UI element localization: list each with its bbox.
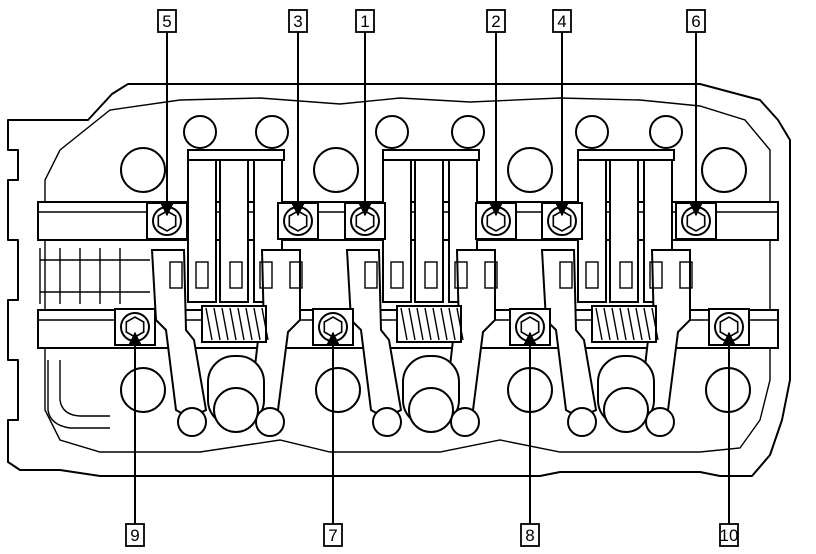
rocker-pad — [382, 149, 480, 161]
callout-7: 7 — [323, 331, 343, 547]
shaft-tab — [454, 261, 468, 289]
shaft-tab — [364, 261, 378, 289]
rocker-column — [414, 151, 444, 303]
callout-label: 1 — [360, 12, 369, 31]
callout-label: 6 — [691, 12, 700, 31]
rocker-tip — [372, 407, 402, 437]
shaft-tab — [484, 261, 498, 289]
callout-1: 1 — [355, 9, 375, 217]
callout-label: 5 — [162, 12, 171, 31]
rocker-group-2 — [345, 149, 498, 437]
callout-label: 8 — [525, 526, 534, 545]
cam-lobe-base — [408, 387, 454, 433]
rocker-column — [609, 151, 639, 303]
left-end-bracket — [39, 248, 150, 304]
shaft-tab — [585, 261, 599, 289]
shaft-spring — [396, 305, 464, 343]
shaft-tab — [289, 261, 303, 289]
shaft-spring — [591, 305, 659, 343]
callout-10: 10 — [719, 331, 739, 547]
rocker-tip — [450, 407, 480, 437]
rocker-pad — [187, 149, 285, 161]
shaft-tab — [259, 261, 273, 289]
rocker-arm-assemblies — [150, 149, 693, 437]
cam-lobe-base — [603, 387, 649, 433]
shaft-tab — [649, 261, 663, 289]
top-bolt-4 — [541, 202, 583, 240]
rocker-column — [187, 151, 217, 303]
shaft-tab — [169, 261, 183, 289]
shaft-tab — [195, 261, 209, 289]
callout-label: 4 — [557, 12, 566, 31]
rocker-tip — [255, 407, 285, 437]
callout-group: 5 3 1 2 4 6 9 7 8 10 — [125, 9, 739, 547]
rocker-column — [219, 151, 249, 303]
rocker-group-1 — [150, 149, 303, 437]
inner-casting-contour — [44, 97, 771, 453]
callout-4: 4 — [552, 9, 572, 217]
callout-label: 2 — [491, 12, 500, 31]
callout-8: 8 — [520, 331, 540, 547]
rocker-tip — [177, 407, 207, 437]
top-bolt-2 — [475, 202, 517, 240]
rocker-tip — [567, 407, 597, 437]
shaft-tab — [390, 261, 404, 289]
cam-lobe-base — [213, 387, 259, 433]
callout-label: 3 — [293, 12, 302, 31]
rocker-pad — [577, 149, 675, 161]
callout-label: 10 — [720, 526, 739, 545]
shaft-tab — [229, 261, 243, 289]
callout-5: 5 — [157, 9, 177, 217]
left-oil-passage — [47, 360, 110, 429]
cylinder-head-outline — [7, 83, 791, 477]
shaft-tab — [424, 261, 438, 289]
valve-seat-circles — [120, 115, 751, 413]
rocker-tip — [645, 407, 675, 437]
callout-label: 9 — [130, 526, 139, 545]
shaft-tab — [679, 261, 693, 289]
callout-9: 9 — [125, 331, 145, 547]
rocker-column — [382, 151, 412, 303]
shaft-tab — [559, 261, 573, 289]
shaft-spring — [201, 305, 269, 343]
rocker-group-3 — [540, 149, 693, 437]
callout-3: 3 — [288, 9, 308, 217]
shaft-tab — [619, 261, 633, 289]
callout-2: 2 — [486, 9, 506, 217]
callout-6: 6 — [686, 9, 706, 217]
callout-label: 7 — [328, 526, 337, 545]
